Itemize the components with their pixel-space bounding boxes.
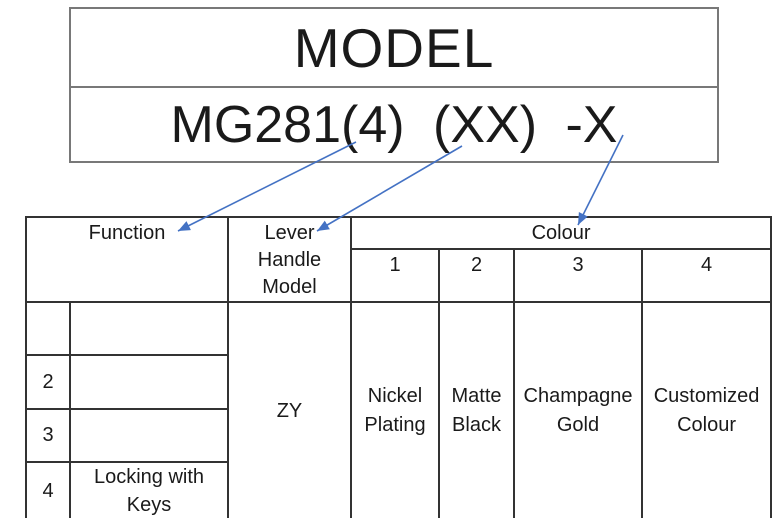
lever-handle-model-value: ZY — [227, 301, 352, 518]
lever-handle-model-header-cell: Lever Handle Model — [227, 216, 352, 303]
colour-number-1: 1 — [350, 247, 440, 304]
colour-option-champagne-gold: Champagne Gold — [513, 301, 643, 518]
model-title: MODEL — [71, 9, 717, 88]
colour-number-4: 4 — [640, 247, 773, 304]
model-title-box: MODEL MG281(4) (XX) -X — [69, 7, 719, 163]
colour-number-2: 2 — [438, 247, 515, 304]
function-row-4-number: 4 — [25, 461, 71, 518]
model-code: MG281(4) (XX) -X — [170, 95, 618, 154]
function-row-2-number: 2 — [25, 354, 71, 410]
function-row-4-desc-label: Locking with Keys — [93, 466, 205, 516]
model-spec-table: Function Lever Handle Model Colour 1 2 3… — [25, 216, 773, 518]
function-row-2-desc — [69, 354, 229, 410]
function-header-cell: Function — [25, 216, 229, 303]
function-row-1-desc — [69, 301, 229, 356]
colour-header-cell: Colour — [349, 216, 773, 250]
colour-option-nickel-plating: Nickel Plating — [350, 301, 440, 518]
function-row-1-number — [25, 301, 71, 356]
colour-number-3: 3 — [513, 247, 643, 304]
colour-option-customized-colour: Customized Colour — [640, 301, 773, 518]
function-row-4-desc: Locking with Keys — [69, 461, 229, 518]
function-row-3-number: 3 — [25, 408, 71, 463]
function-row-3-desc — [69, 408, 229, 463]
lever-handle-model-header-label: Lever Handle Model — [257, 222, 322, 298]
colour-option-matte-black: Matte Black — [438, 301, 515, 518]
